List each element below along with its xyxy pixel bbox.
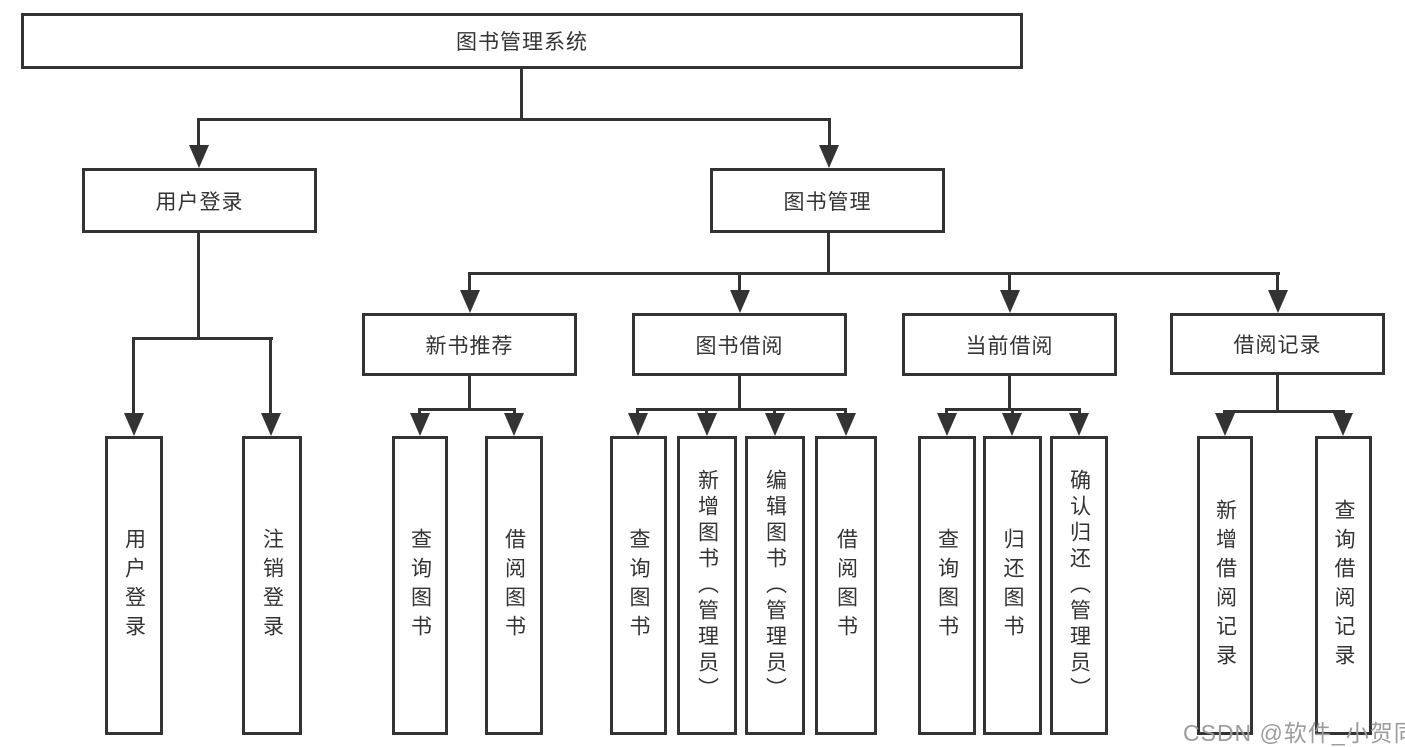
node-borrow-records: 借阅记录 bbox=[1170, 313, 1385, 375]
leaf-rec-borrow-books: 借阅图书 bbox=[485, 436, 543, 735]
node-new-book-recommend: 新书推荐 bbox=[362, 313, 577, 376]
leaf-rec-query-books: 查询图书 bbox=[392, 436, 448, 735]
connector-line bbox=[636, 408, 847, 411]
leaf-edit-books-admin-label: 编辑图书（管理员） bbox=[763, 468, 787, 703]
leaf-current-query-books-label: 查询图书 bbox=[935, 527, 959, 644]
leaf-add-borrow-record-label: 新增借阅记录 bbox=[1213, 498, 1237, 673]
arrowhead-down bbox=[410, 413, 430, 436]
leaf-confirm-return-admin-label: 确认归还（管理员） bbox=[1067, 468, 1091, 703]
arrowhead-down bbox=[460, 290, 480, 313]
node-user-login: 用户登录 bbox=[82, 168, 317, 233]
connector-line bbox=[418, 408, 421, 414]
leaf-borrow-query-books-label: 查询图书 bbox=[627, 527, 650, 644]
connector-line bbox=[1223, 410, 1345, 413]
node-new-book-recommend-label: 新书推荐 bbox=[425, 334, 514, 358]
leaf-query-borrow-record: 查询借阅记录 bbox=[1315, 436, 1372, 735]
connector-line bbox=[945, 408, 948, 414]
leaf-logout-label: 注销登录 bbox=[260, 527, 284, 644]
connector-line bbox=[468, 376, 471, 408]
arrowhead-down bbox=[819, 145, 839, 168]
node-book-borrowing-label: 图书借阅 bbox=[695, 334, 784, 358]
connector-line bbox=[1276, 375, 1279, 410]
leaf-add-books-admin: 新增图书（管理员） bbox=[677, 436, 737, 735]
arrowhead-down bbox=[1000, 290, 1020, 313]
leaf-borrow-query-books: 查询图书 bbox=[610, 436, 667, 735]
arrowhead-down bbox=[261, 413, 281, 436]
connector-line bbox=[197, 118, 831, 121]
leaf-user-login: 用户登录 bbox=[105, 436, 163, 735]
arrowhead-down bbox=[504, 413, 524, 436]
arrowhead-down bbox=[1069, 413, 1089, 436]
connector-line bbox=[197, 233, 200, 337]
arrowhead-down bbox=[937, 413, 957, 436]
leaf-edit-books-admin: 编辑图书（管理员） bbox=[745, 436, 805, 735]
node-book-management: 图书管理 bbox=[710, 168, 945, 233]
leaf-rec-query-books-label: 查询图书 bbox=[408, 527, 432, 644]
leaf-borrow-books-label: 借阅图书 bbox=[834, 527, 858, 644]
node-current-borrowing-label: 当前借阅 bbox=[965, 334, 1054, 358]
connector-line bbox=[1008, 376, 1011, 408]
arrowhead-down bbox=[1215, 413, 1235, 436]
leaf-return-books: 归还图书 bbox=[983, 436, 1042, 735]
connector-line bbox=[418, 408, 516, 411]
connector-line bbox=[827, 233, 830, 272]
connector-line bbox=[133, 337, 273, 340]
connector-line bbox=[132, 337, 135, 413]
node-root-system-label: 图书管理系统 bbox=[456, 31, 588, 54]
leaf-query-borrow-record-label: 查询借阅记录 bbox=[1332, 498, 1355, 673]
node-book-borrowing: 图书借阅 bbox=[632, 313, 847, 376]
node-root-system: 图书管理系统 bbox=[21, 13, 1023, 69]
connector-line bbox=[636, 408, 639, 414]
leaf-logout: 注销登录 bbox=[242, 436, 302, 735]
leaf-borrow-books: 借阅图书 bbox=[815, 436, 877, 735]
leaf-rec-borrow-books-label: 借阅图书 bbox=[502, 527, 526, 644]
node-user-login-label: 用户登录 bbox=[155, 190, 244, 214]
connector-line bbox=[197, 118, 200, 146]
connector-line bbox=[269, 337, 272, 413]
arrowhead-down bbox=[730, 290, 750, 313]
arrowhead-down bbox=[1268, 290, 1288, 313]
leaf-confirm-return-admin: 确认归还（管理员） bbox=[1050, 436, 1108, 735]
connector-line bbox=[1223, 410, 1226, 414]
leaf-add-books-admin-label: 新增图书（管理员） bbox=[695, 468, 719, 703]
connector-line bbox=[738, 376, 741, 408]
connector-line bbox=[513, 408, 516, 414]
arrowhead-down bbox=[697, 413, 717, 436]
leaf-current-query-books: 查询图书 bbox=[918, 436, 976, 735]
leaf-return-books-label: 归还图书 bbox=[1001, 527, 1024, 644]
connector-line bbox=[468, 272, 471, 290]
connector-line bbox=[1078, 408, 1081, 414]
connector-line bbox=[844, 408, 847, 414]
node-borrow-records-label: 借阅记录 bbox=[1233, 334, 1322, 357]
connector-line bbox=[738, 272, 741, 290]
arrowhead-down bbox=[189, 145, 209, 168]
arrowhead-down bbox=[1002, 413, 1022, 436]
connector-line bbox=[828, 118, 831, 146]
connector-line bbox=[1276, 272, 1279, 290]
arrowhead-down bbox=[1333, 413, 1353, 436]
connector-line bbox=[468, 272, 1280, 275]
arrowhead-down bbox=[836, 413, 856, 436]
connector-line bbox=[1011, 408, 1014, 414]
connector-line bbox=[1008, 272, 1011, 290]
connector-line bbox=[520, 69, 523, 118]
leaf-user-login-label: 用户登录 bbox=[122, 527, 146, 644]
node-current-borrowing: 当前借阅 bbox=[902, 313, 1117, 376]
connector-line bbox=[705, 408, 708, 414]
arrowhead-down bbox=[765, 413, 785, 436]
csdn-watermark: CSDN @软件_小贺同学 bbox=[1183, 720, 1405, 746]
connector-line bbox=[773, 408, 776, 414]
arrowhead-down bbox=[628, 413, 648, 436]
leaf-add-borrow-record: 新增借阅记录 bbox=[1197, 436, 1253, 735]
connector-line bbox=[1342, 410, 1345, 414]
node-book-management-label: 图书管理 bbox=[783, 190, 872, 214]
arrowhead-down bbox=[124, 413, 144, 436]
